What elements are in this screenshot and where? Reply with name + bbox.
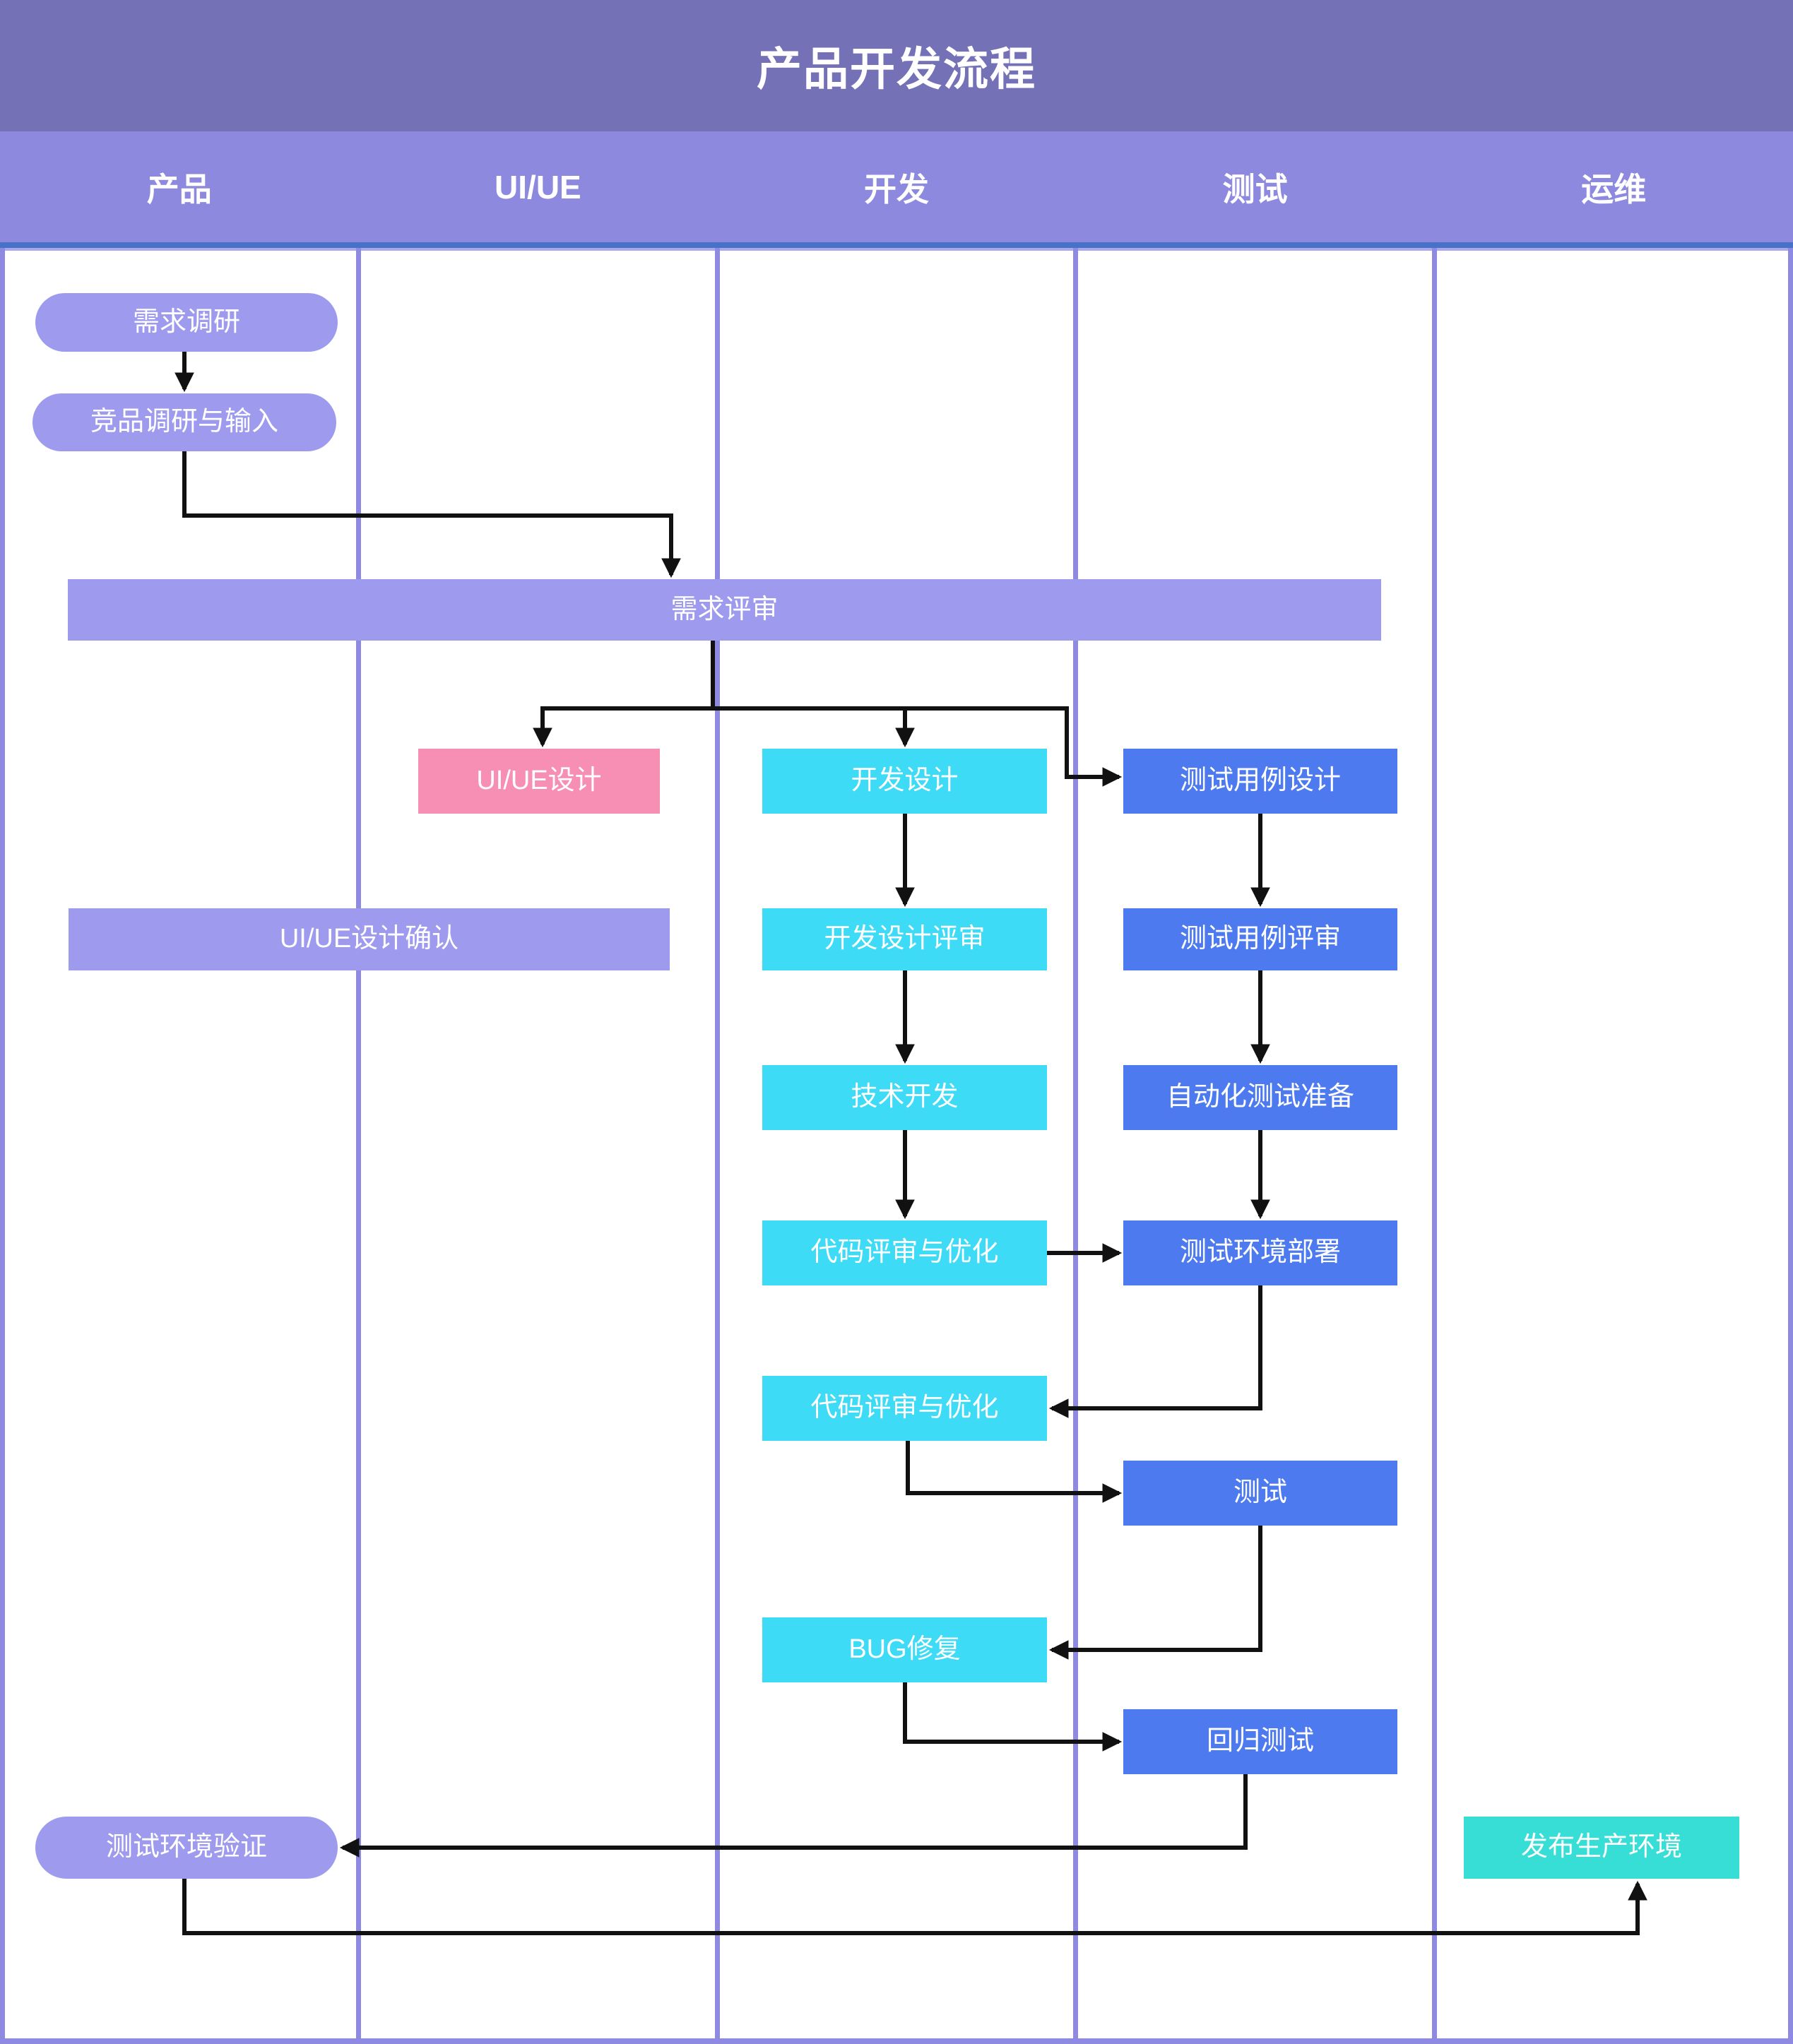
flow-edge-bug-fix-to-regression-test — [903, 1682, 1123, 1752]
flow-edge-code-review-2-to-testing — [906, 1441, 1123, 1503]
lane-border-1 — [356, 248, 362, 2044]
flow-edge-test-env-verify-to-release-production — [182, 1879, 1647, 1935]
lane-border-2 — [714, 248, 720, 2044]
lane-border-0 — [0, 248, 5, 2044]
header-separator — [0, 242, 1793, 248]
flow-edge-test-env-deploy-to-code-review-2 — [1048, 1285, 1262, 1418]
node-uiue-design: UI/UE设计 — [418, 749, 660, 814]
title-bar: 产品开发流程 — [0, 0, 1793, 131]
lane-border-4 — [1431, 248, 1437, 2044]
node-testing: 测试 — [1123, 1461, 1397, 1526]
lane-header-test: 测试 — [1222, 170, 1288, 208]
bottom-border — [0, 2038, 1793, 2044]
node-requirements-research: 需求调研 — [35, 293, 338, 352]
lane-header-row: 产品 UI/UE 开发 测试 运维 — [0, 131, 1793, 242]
node-uiue-design-confirm: UI/UE设计确认 — [69, 908, 670, 970]
lane-top-border — [0, 248, 1793, 251]
node-test-case-review: 测试用例评审 — [1123, 908, 1397, 970]
node-dev-design: 开发设计 — [762, 749, 1047, 814]
lane-border-3 — [1073, 248, 1079, 2044]
node-test-case-design: 测试用例设计 — [1123, 749, 1397, 814]
lane-header-product: 产品 — [146, 170, 212, 208]
flow-edge-competitor-research-to-requirements-review — [182, 451, 681, 578]
page-title: 产品开发流程 — [757, 44, 1036, 95]
node-test-env-verify: 测试环境验证 — [35, 1817, 338, 1879]
flow-edge-testing-to-bug-fix — [1048, 1526, 1262, 1660]
flow-edge-regression-test-to-test-env-verify — [339, 1774, 1248, 1858]
node-code-review-2: 代码评审与优化 — [762, 1376, 1047, 1441]
node-test-env-deploy: 测试环境部署 — [1123, 1220, 1397, 1285]
flow-edge-requirements-review-to-test-case-design — [713, 706, 1123, 787]
node-regression-test: 回归测试 — [1123, 1709, 1397, 1774]
node-automation-test-prep: 自动化测试准备 — [1123, 1065, 1397, 1130]
node-release-production: 发布生产环境 — [1464, 1817, 1739, 1879]
node-dev-design-review: 开发设计评审 — [762, 908, 1047, 970]
node-requirements-review: 需求评审 — [68, 579, 1381, 641]
flow-edge-requirements-review-to-dev-design — [713, 706, 915, 748]
lane-header-ops: 运维 — [1581, 170, 1647, 208]
node-bug-fix: BUG修复 — [762, 1617, 1047, 1682]
node-competitor-research: 竞品调研与输入 — [32, 393, 336, 451]
flow-edge-requirements-review-to-uiue-design — [533, 641, 715, 748]
node-code-review-1: 代码评审与优化 — [762, 1220, 1047, 1285]
lane-border-5 — [1788, 248, 1793, 2044]
lane-header-dev: 开发 — [863, 170, 929, 208]
node-tech-development: 技术开发 — [762, 1065, 1047, 1130]
lane-header-uiue: UI/UE — [495, 168, 581, 206]
